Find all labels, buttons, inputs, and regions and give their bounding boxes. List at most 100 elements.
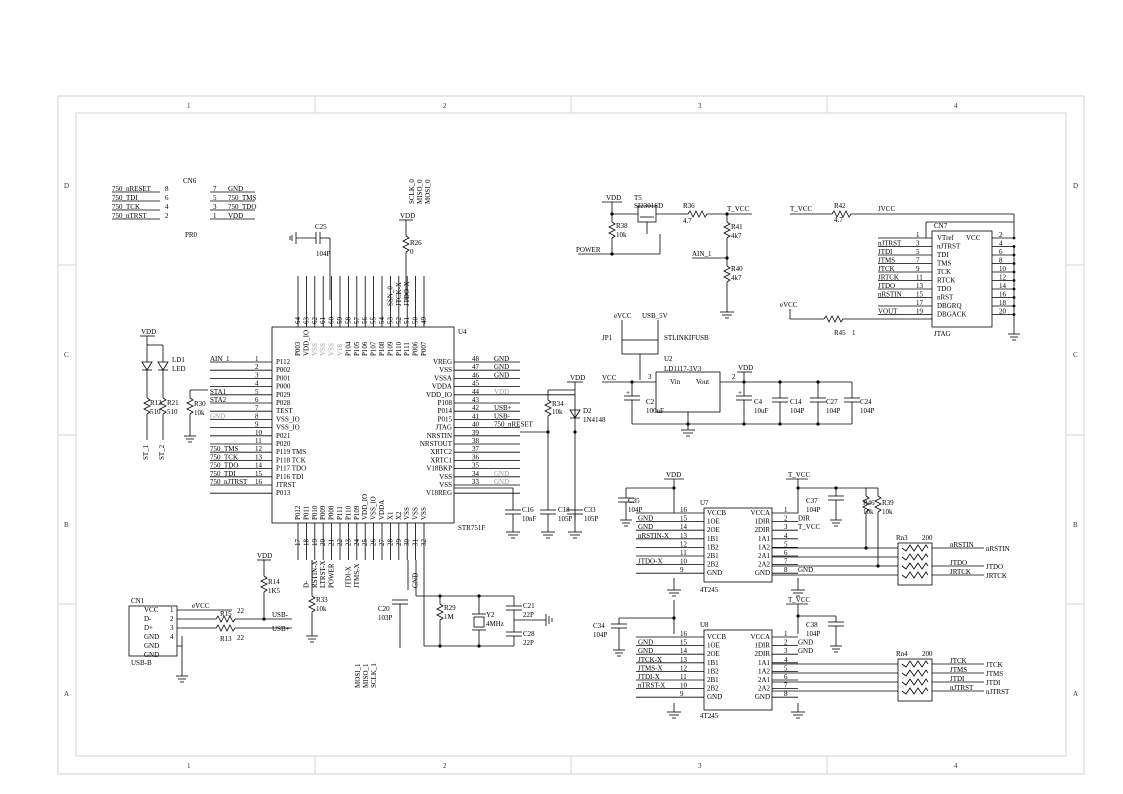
pin-name: P119 TMS [276, 448, 306, 456]
regulator-u2: eVCC USB_5V JP1 STLINKIFUSB U2 LD1117-3V… [602, 312, 875, 437]
pin-name: P008 [328, 505, 336, 520]
pin-number: 5 [213, 194, 217, 202]
pin-number: 6 [255, 396, 259, 404]
pin-number: 36 [472, 453, 480, 461]
pin-name: XRTC1 [430, 456, 452, 464]
pin-number: 44 [472, 388, 480, 396]
resistor-r26: VDD R26 0 [399, 212, 422, 300]
net-label: 750_TDI [112, 194, 138, 202]
pin-number: 55 [370, 317, 378, 325]
pin-number: 50 [412, 317, 420, 325]
pin-number: 2 [165, 212, 169, 220]
pin-number: 58 [344, 317, 352, 325]
pin-name: VSS [311, 343, 319, 356]
pin-number: 13 [680, 532, 688, 540]
r36-val: 4.7 [683, 217, 692, 225]
net-label: JTMS [878, 257, 895, 265]
pin-name: VSSA [434, 374, 452, 382]
pin-name: 1DIR [754, 518, 770, 526]
pin-name: P112 [276, 358, 291, 366]
pin-name: RTCK [937, 277, 955, 285]
row-label: B [1073, 521, 1078, 529]
pin-name: V18 [336, 343, 344, 356]
col-label: 3 [698, 762, 702, 770]
pin-name: 2B1 [707, 676, 719, 684]
pin-number: 10 [255, 429, 263, 437]
pin-name: P106 [361, 341, 369, 356]
r40-ref: R40 [731, 265, 743, 273]
pin-number: 15 [680, 639, 688, 647]
r38-ref: R38 [616, 222, 628, 230]
net-label: POWER [328, 563, 336, 588]
tvcc-label: T_VCC [790, 205, 813, 213]
pin-name: P110 [395, 341, 403, 356]
net-label: 750_TCK [112, 203, 140, 211]
pin-number: 40 [472, 421, 480, 429]
pin-number: 8 [784, 566, 788, 574]
cn7-part: JTAG [934, 330, 951, 338]
pin-name: JTRST [276, 481, 297, 489]
net-label: JRTCK [950, 568, 971, 576]
net-label: GND [494, 470, 509, 478]
vdd-label: VDD [141, 328, 156, 336]
pin-number: 16 [255, 478, 263, 486]
pin-number: 42 [472, 404, 480, 412]
c37-val: 104P [806, 506, 821, 514]
r29-ref: R29 [444, 604, 456, 612]
pin-number: 13 [255, 453, 263, 461]
c21-ref: C21 [523, 602, 535, 610]
pin-number: 2 [170, 615, 174, 623]
port-label: nJTRST [986, 688, 1010, 696]
net-label: JTDO-X [638, 558, 663, 566]
tvcc-label: T_VCC [788, 471, 811, 479]
pin-number: 3 [170, 624, 174, 632]
pin-number: 1 [784, 630, 788, 638]
c24-ref: C24 [860, 398, 872, 406]
pin-number: 15 [255, 470, 263, 478]
pin-number: 8 [784, 690, 788, 698]
pin-number: 2 [732, 373, 736, 381]
net-label: nRSTIN-X [638, 532, 669, 540]
pin-name: TDO [937, 285, 951, 293]
pin-number: 23 [344, 539, 352, 547]
u4-top-pins: 64P00363VDD_IO62VSS61VSS60VSS59V1858P104… [294, 276, 428, 356]
pin-number: 2 [784, 639, 788, 647]
pin-name: P015 [438, 415, 453, 423]
pin-name: P010 [311, 505, 319, 520]
r42-val: 4.7 [834, 216, 843, 224]
net-label: GND [798, 639, 813, 647]
pin-number: 13 [680, 656, 688, 664]
pin-number: 9 [680, 690, 684, 698]
pin-name: 2OE [707, 650, 720, 658]
net-label: JTDO [950, 559, 967, 567]
pin-name: GND [755, 569, 770, 577]
pin-name: GND [707, 569, 722, 577]
pin-number: 39 [472, 429, 480, 437]
net-label: nRSTIN [950, 541, 974, 549]
port-label: JTDO [986, 563, 1003, 571]
pin-number: 1 [916, 231, 920, 239]
pin-name: TDI [937, 251, 949, 259]
port-label: JTCK [986, 661, 1003, 669]
cap-c25: C25 104P [289, 223, 331, 300]
r12-ref: R12 [150, 399, 162, 407]
pin-name: VSS_IO [370, 496, 378, 520]
t5-ref: T5 [634, 194, 642, 202]
pin-number: 18 [999, 299, 1007, 307]
y2-val: 4MHz [486, 620, 504, 628]
c25-ref: C25 [315, 223, 327, 231]
pin-number: 1 [255, 355, 259, 363]
u7-ref: U7 [700, 499, 709, 507]
pin-name: 2DIR [754, 526, 770, 534]
resistor-network-rn3: Rn3 200 nRSTIN JTDO JRTCK nRSTIN JTDO JR… [772, 534, 1010, 586]
net-label: 750_TCK [210, 453, 238, 461]
c28-ref: C28 [523, 630, 535, 638]
pin-number: 48 [472, 355, 480, 363]
pin-name: VSS [403, 507, 411, 520]
u8-ref: U8 [700, 621, 709, 629]
pin-number: 7 [916, 257, 920, 265]
